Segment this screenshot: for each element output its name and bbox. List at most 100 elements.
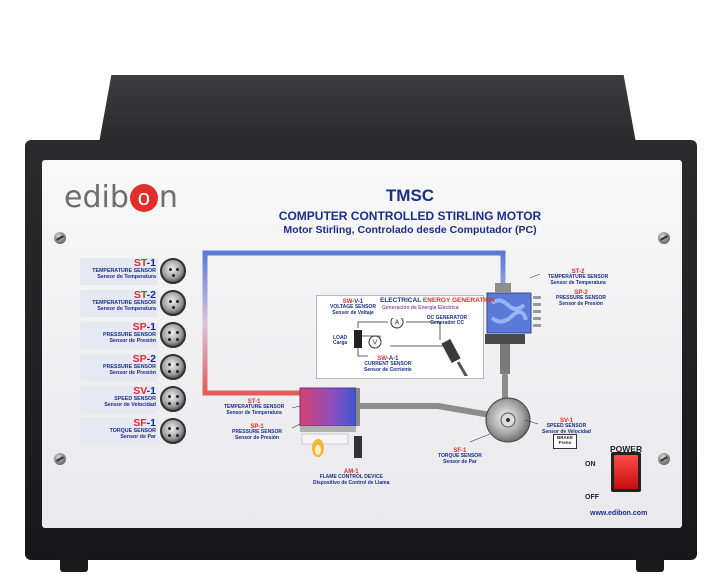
- diagram-label-sf1: SF-1 TORQUE SENSOR Sensor de Par: [438, 448, 482, 465]
- sensor-name-es: Sensor de Par: [120, 433, 156, 440]
- electrical-generation-box: [316, 295, 484, 379]
- electrical-title-a: ELECTRICAL: [380, 297, 423, 304]
- diagram-st1-es: Sensor de Temperatura: [226, 409, 282, 416]
- page-title: TMSC: [385, 186, 435, 205]
- connector-sp1[interactable]: [160, 322, 186, 348]
- sensor-code-prefix: SP: [132, 321, 147, 333]
- sensor-label-st2: ST-2 TEMPERATURE SENSOR Sensor de Temper…: [80, 289, 156, 312]
- diagram-sv1-es: Sensor de Velocidad: [542, 428, 591, 435]
- sensor-name-es: Sensor de Presión: [109, 369, 156, 376]
- electrical-title-b: ENERGY GENERATION: [422, 297, 495, 304]
- diagram-label-sv1: SV-1 SPEED SENSOR Sensor de Velocidad: [542, 418, 591, 435]
- sensor-name-es: Sensor de Temperatura: [97, 305, 156, 312]
- diagram-sf1-en: TORQUE SENSOR: [438, 453, 482, 460]
- brake-box: [553, 434, 577, 449]
- cabinet-foot-right: [636, 558, 664, 572]
- sensor-name-es: Sensor de Temperatura: [97, 273, 156, 280]
- load-es: Carga: [333, 340, 348, 347]
- electrical-title-es: Generación de Energía Eléctrica: [382, 305, 459, 311]
- sensor-code-suffix: -1: [146, 257, 156, 269]
- diagram-sp2-code: SP-2: [574, 290, 588, 296]
- diagram-sp1-code: SP-1: [250, 424, 264, 430]
- sensor-code-suffix: -1: [146, 321, 156, 333]
- load-en: LOAD: [333, 335, 348, 341]
- screw-icon: [658, 232, 670, 244]
- diagram-label-sp2: SP-2 PRESSURE SENSOR Sensor de Presión: [556, 290, 606, 307]
- screw-icon: [54, 453, 66, 465]
- connector-st2[interactable]: [160, 290, 186, 316]
- diagram-sv1-en: SPEED SENSOR: [546, 423, 587, 430]
- electrical-circuit: A V: [354, 318, 468, 376]
- sensor-code-prefix: SF: [133, 417, 147, 429]
- sensor-label-bg: [80, 418, 158, 445]
- voltage-sensor-label: SW-V-1 VOLTAGE SENSOR Sensor de Voltaje: [330, 299, 376, 316]
- sensor-code-suffix: -1: [146, 417, 156, 429]
- current-en: CURRENT SENSOR: [364, 361, 412, 368]
- sensor-name-en: PRESSURE SENSOR: [103, 364, 156, 371]
- process-diagram: [202, 250, 541, 458]
- sensor-label-sp1: SP-1 PRESSURE SENSOR Sensor de Presión: [80, 321, 156, 344]
- voltage-code-prefix: SW: [342, 299, 353, 305]
- power-on-label: ON: [585, 461, 596, 468]
- ammeter-icon: [390, 318, 404, 329]
- connector-sf1[interactable]: [160, 418, 186, 444]
- voltage-en: VOLTAGE SENSOR: [330, 304, 376, 311]
- load-resistor: [354, 330, 362, 348]
- diagram-sf1-code: SF-1: [453, 448, 467, 454]
- diagram-st2-code: ST-2: [571, 269, 585, 275]
- sensor-code-prefix: SV: [133, 385, 147, 397]
- power-off-label: OFF: [585, 494, 599, 501]
- diagram-sp1-en: PRESSURE SENSOR: [232, 429, 283, 436]
- power-rocker[interactable]: [614, 455, 638, 489]
- footer-url: www.edibon.com: [590, 510, 648, 517]
- diagram-label-st1: ST-1 TEMPERATURE SENSOR Sensor de Temper…: [224, 399, 284, 416]
- sensor-name-es: Sensor de Presión: [109, 337, 156, 344]
- sensor-label-sf1: SF-1 TORQUE SENSOR Sensor de Par: [80, 417, 156, 440]
- sensor-label-sp2: SP-2 PRESSURE SENSOR Sensor de Presión: [80, 353, 156, 376]
- dc-generator-icon: [441, 338, 468, 376]
- cooling-fins: [533, 296, 541, 327]
- brake-label: BRAKE Freno: [557, 435, 574, 445]
- power-switch[interactable]: [611, 452, 641, 492]
- logo-o-mark: o: [129, 183, 158, 212]
- sensor-name-en: TORQUE SENSOR: [109, 428, 156, 435]
- diagram-am1-en: FLAME CONTROL DEVICE: [319, 474, 383, 481]
- sensor-code-suffix: -1: [146, 385, 156, 397]
- sensor-code-prefix: ST: [133, 289, 147, 301]
- sensor-name-en: PRESSURE SENSOR: [103, 332, 156, 339]
- diagram-label-sp1: SP-1 PRESSURE SENSOR Sensor de Presión: [232, 424, 282, 441]
- connector-sp2[interactable]: [160, 354, 186, 380]
- hot-cylinder: [299, 387, 360, 432]
- sensor-label-st1: ST-1 TEMPERATURE SENSOR Sensor de Temper…: [80, 257, 156, 280]
- current-sensor-label: SW-A-1 CURRENT SENSOR Sensor de Corrient…: [364, 356, 412, 373]
- connector-sv1[interactable]: [160, 386, 186, 412]
- logo-text-left: edib: [64, 180, 129, 215]
- sensor-name-en: TEMPERATURE SENSOR: [92, 268, 156, 275]
- dc-es: Generador CC: [430, 320, 464, 327]
- connector-st1[interactable]: [160, 258, 186, 284]
- gas-pipe: [202, 250, 506, 396]
- current-es: Sensor de Corriente: [364, 366, 412, 373]
- edibon-logo: edib o n: [64, 180, 178, 215]
- voltage-es: Sensor de Voltaje: [332, 309, 374, 316]
- cold-cylinder: [485, 283, 532, 374]
- electrical-title: ELECTRICAL ENERGY GENERATION: [380, 297, 495, 305]
- voltage-code-suffix: -V-1: [352, 299, 364, 305]
- sensor-code-suffix: -2: [146, 289, 156, 301]
- sensor-code-suffix: -2: [146, 353, 156, 365]
- brake-es: Freno: [558, 439, 572, 445]
- brake-en: BRAKE: [557, 435, 574, 440]
- sensor-label-sv1: SV-1 SPEED SENSOR Sensor de Velocidad: [80, 385, 156, 408]
- subtitle-english: COMPUTER CONTROLLED STIRLING MOTOR: [278, 209, 542, 223]
- load-label: LOAD Carga: [333, 335, 348, 347]
- subtitle-spanish: Motor Stirling, Controlado desde Computa…: [283, 224, 537, 236]
- sensor-label-bg: [80, 386, 158, 413]
- connecting-rods: [357, 373, 511, 421]
- diagram-label-st2: ST-2 TEMPERATURE SENSOR Sensor de Temper…: [548, 269, 608, 286]
- screw-icon: [54, 232, 66, 244]
- screw-icon: [658, 453, 670, 465]
- diagram-st1-code: ST-1: [247, 399, 261, 405]
- voltmeter-icon: [368, 335, 382, 349]
- sensor-code-prefix: ST: [133, 257, 147, 269]
- diagram-sp2-en: PRESSURE SENSOR: [556, 295, 607, 302]
